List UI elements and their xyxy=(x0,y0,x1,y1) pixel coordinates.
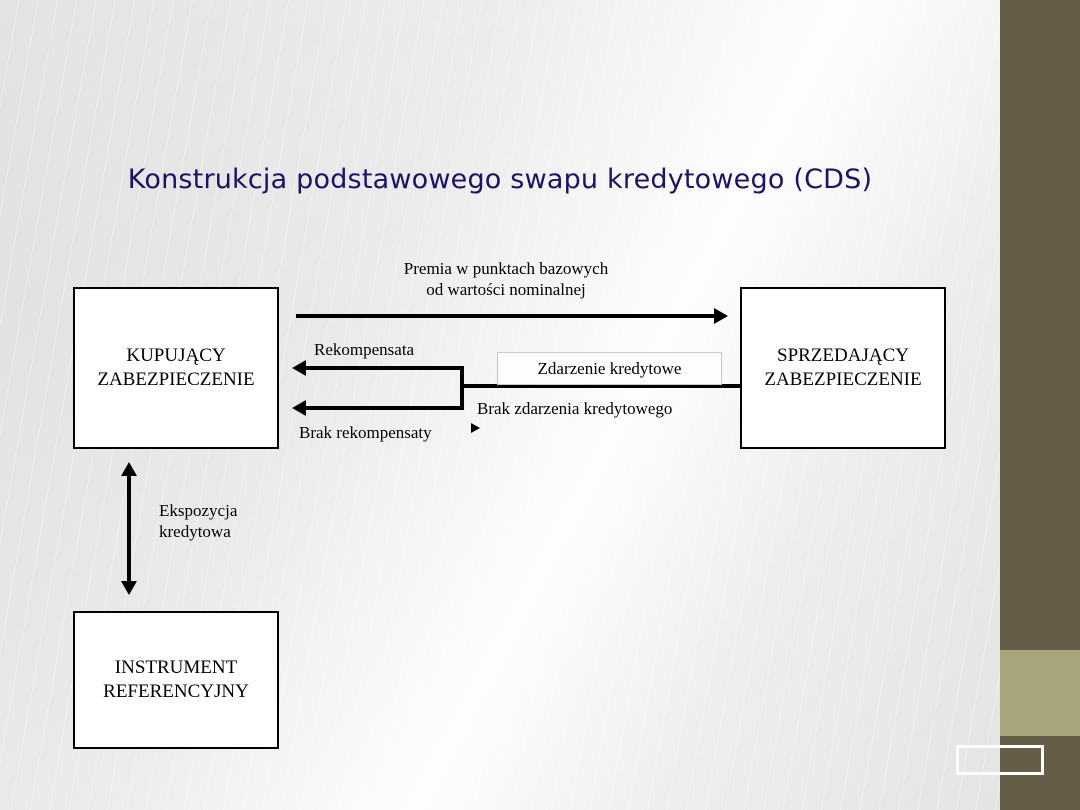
credit-event-line-shaft xyxy=(460,384,740,388)
entity-box-reference-instrument: INSTRUMENT REFERENCYJNY xyxy=(73,611,279,749)
exposure-arrowhead-up-icon xyxy=(121,462,137,476)
entity-box-reference-label: INSTRUMENT REFERENCYJNY xyxy=(103,656,249,705)
exposure-label-line-2: kredytowa xyxy=(159,522,231,542)
compensation-flow-label: Rekompensata xyxy=(314,340,415,359)
seller-label-line-2: ZABEZPIECZENIE xyxy=(764,369,922,390)
no-credit-event-label: Brak zdarzenia kredytowego xyxy=(477,399,673,418)
reference-label-line-2: REFERENCYJNY xyxy=(103,681,249,702)
buyer-label-line-1: KUPUJĄCY xyxy=(126,344,226,366)
premium-label-line-2: od wartości nominalnej xyxy=(426,280,586,300)
credit-event-label: Zdarzenie kredytowe xyxy=(537,358,682,378)
corner-frame-decoration xyxy=(956,745,1044,775)
compensation-arrowhead-icon xyxy=(292,360,306,376)
premium-label-line-1: Premia w punktach bazowych xyxy=(403,259,609,278)
buyer-label-line-2: ZABEZPIECZENIE xyxy=(97,369,255,390)
exposure-arrowhead-down-icon xyxy=(121,581,137,595)
entity-box-protection-seller: SPRZEDAJĄCY ZABEZPIECZENIE xyxy=(740,287,946,449)
entity-box-buyer-label: KUPUJĄCY ZABEZPIECZENIE xyxy=(97,344,254,393)
right-sidebar-accent-band xyxy=(1000,650,1080,736)
compensation-arrow-shaft xyxy=(306,366,464,370)
branch-junction-connector xyxy=(460,366,464,410)
premium-arrowhead-icon xyxy=(714,308,728,324)
no-compensation-flow-label: Brak rekompensaty xyxy=(299,423,432,442)
no-compensation-arrow-shaft xyxy=(306,406,464,410)
reference-label-line-1: INSTRUMENT xyxy=(114,656,238,678)
triangle-bullet-icon xyxy=(471,423,480,433)
credit-exposure-label: Ekspozycja kredytowa xyxy=(159,500,279,542)
exposure-arrow-shaft xyxy=(127,473,131,583)
entity-box-seller-label: SPRZEDAJĄCY ZABEZPIECZENIE xyxy=(764,344,921,393)
no-compensation-arrowhead-icon xyxy=(292,400,306,416)
credit-event-callout: Zdarzenie kredytowe xyxy=(497,352,722,385)
seller-label-line-1: SPRZEDAJĄCY xyxy=(777,344,909,366)
premium-flow-label: Premia w punktach bazowych od wartości n… xyxy=(296,258,716,300)
page-title: Konstrukcja podstawowego swapu kredytowe… xyxy=(127,164,873,195)
exposure-label-line-1: Ekspozycja xyxy=(159,501,238,520)
entity-box-protection-buyer: KUPUJĄCY ZABEZPIECZENIE xyxy=(73,287,279,449)
premium-arrow-shaft xyxy=(296,314,716,318)
